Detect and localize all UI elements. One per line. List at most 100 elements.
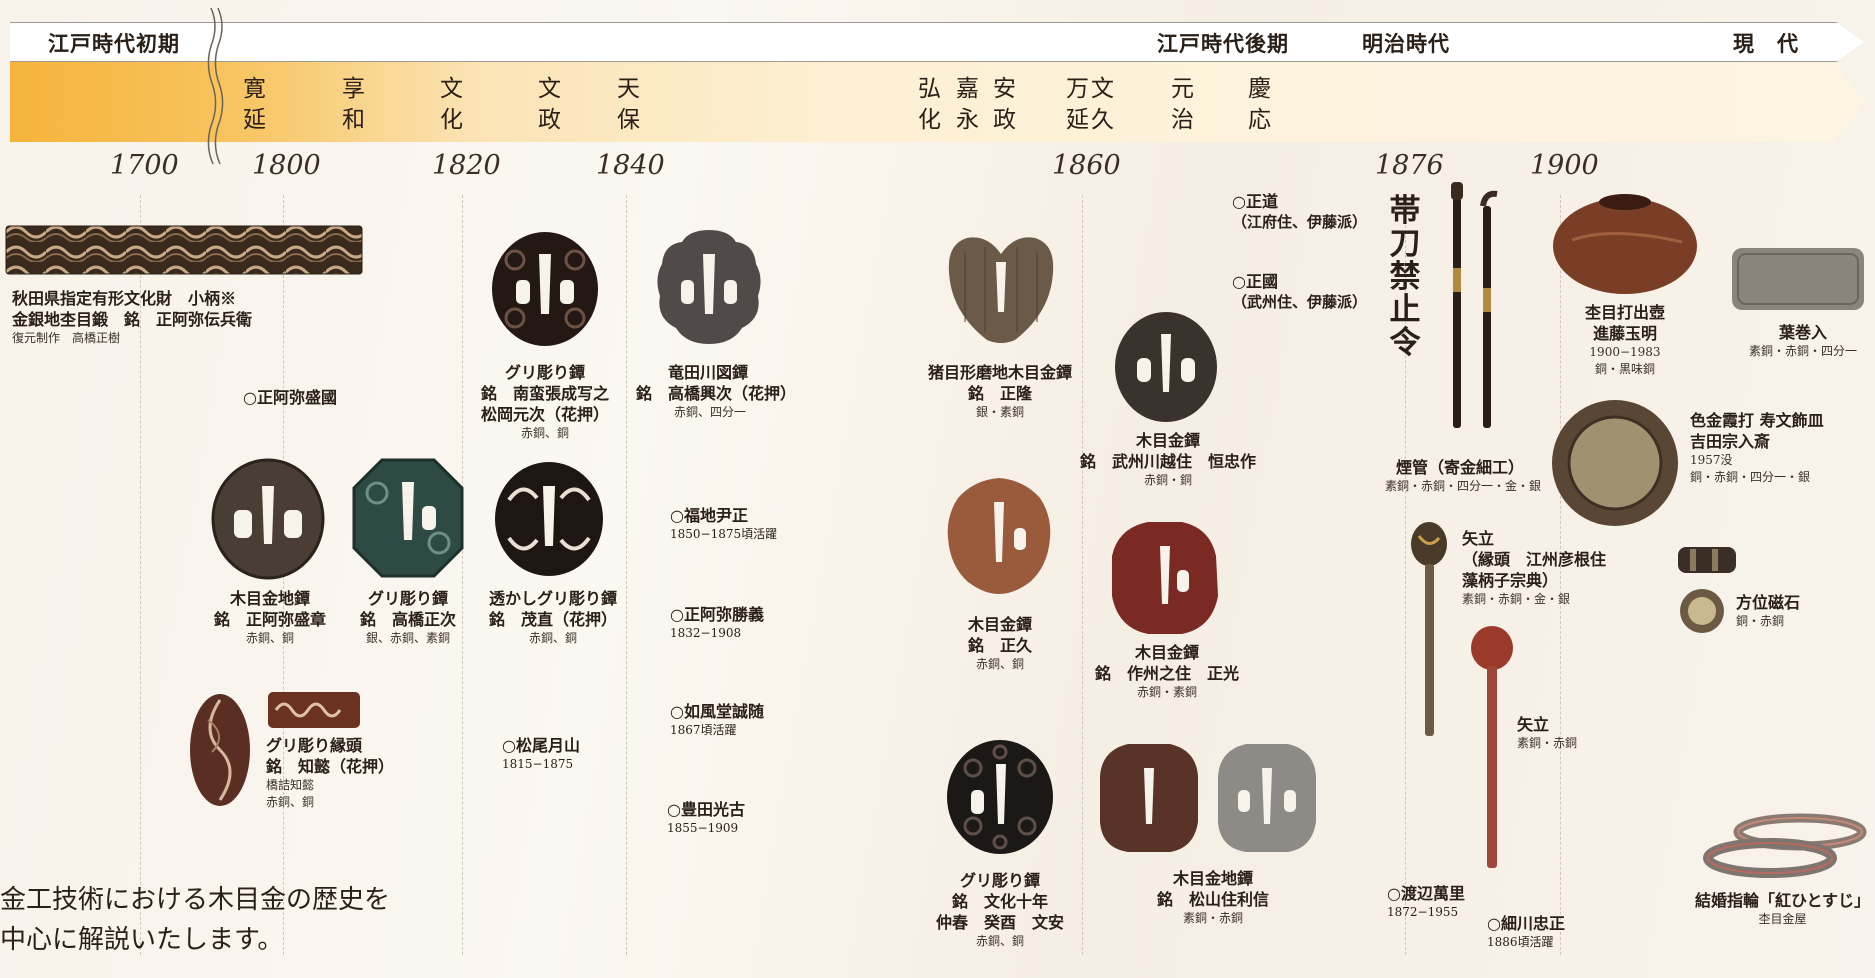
guide-1876 (1405, 195, 1406, 955)
tsuba-c-title3: 松岡元次（花押） (480, 405, 609, 424)
rings-image (1703, 813, 1867, 878)
tsuba-g-title1: 木目金鐔 (967, 615, 1032, 634)
tsuba-b-note: 銀、赤銅、素銅 (365, 631, 450, 645)
tsuba-a-caption: 木目金地鐔 銘 正阿弥盛章 赤銅、銅 (205, 588, 335, 647)
tsuba-i-note: 赤銅・銅 (1143, 473, 1192, 487)
tsuba-c-note: 赤銅、銅 (520, 426, 569, 440)
tsuba-d-note: 赤銅、銅 (528, 631, 577, 645)
guide-1700 (140, 195, 141, 955)
cigar-case-note: 素銅・赤銅・四分一 (1748, 344, 1857, 358)
person-name: ○豊田光古 (667, 800, 745, 819)
plate-title2: 吉田宗入斎 (1690, 432, 1771, 451)
cigar-case-title: 葉巻入 (1778, 323, 1827, 342)
tsuba-e-note: 赤銅、四分一 (674, 405, 747, 419)
tsuba-b-caption: グリ彫り鐔 銘 高橋正次 銀、赤銅、素銅 (348, 588, 468, 647)
tsuba-j-image (1112, 522, 1218, 634)
tsuba-d-title1: 透かしグリ彫り鐔 (488, 589, 617, 608)
person-watanabe-banri: ○渡辺萬里 1872−1955 (1387, 884, 1465, 920)
person-name: ○如風堂誠随 (670, 702, 764, 721)
sword-ban-edict: 帯刀禁止令 (1389, 193, 1421, 361)
person-jofudo-seizui: ○如風堂誠随 1867頃活躍 (670, 702, 764, 738)
person-dates: 1832−1908 (670, 626, 742, 640)
person-matsuo-gassan: ○松尾月山 1815−1875 (502, 736, 580, 772)
person-toyoda-koko: ○豊田光古 1855−1909 (667, 800, 745, 836)
fuchi-title1: グリ彫り縁頭 (266, 736, 363, 755)
tsuba-a-title2: 銘 正阿弥盛章 (213, 610, 326, 629)
tsuba-a-image (211, 458, 325, 580)
tsuba-i-title1: 木目金鐔 (1135, 431, 1200, 450)
fuchi-note2: 赤銅、銅 (266, 795, 315, 809)
yatate-2-image (1471, 626, 1513, 868)
yatate-2-note: 素銅・赤銅 (1517, 736, 1578, 750)
tsuba-k-title1: 木目金地鐔 (1172, 869, 1253, 888)
cigar-case-image (1732, 248, 1864, 310)
yatate-1-title2: （縁頭 江州彦根住 (1462, 550, 1607, 569)
tsuba-h-caption: グリ彫り鐔 銘 文化十年 仲春 癸酉 文安 赤銅、銅 (920, 870, 1080, 950)
plate-caption: 色金霞打 寿文飾皿 吉田宗入斎 1957没 銅・赤銅・四分一・銀 (1690, 410, 1824, 486)
era-label-meiji: 明治時代 (1362, 31, 1450, 56)
tsuba-f-caption: 猪目形磨地木目金鐔 銘 正隆 銀・素銅 (915, 362, 1085, 421)
period-genji: 元治 (1171, 76, 1194, 133)
vase-note2: 銅・黒味銅 (1594, 362, 1655, 376)
guide-1840 (626, 195, 627, 955)
tsuba-f-title2: 銘 正隆 (967, 384, 1032, 403)
tsuba-a-title1: 木目金地鐔 (229, 589, 310, 608)
era-band-arrow (1836, 22, 1864, 62)
guide-1900 (1560, 195, 1561, 955)
tsuba-h-title2: 銘 文化十年 (951, 892, 1048, 911)
tsuba-b-title1: グリ彫り鐔 (367, 589, 448, 608)
timeline-break-mark (207, 7, 224, 165)
compass-caption: 方位磁石 銅・赤銅 (1736, 592, 1800, 630)
tsuba-b-image (352, 458, 464, 578)
person-name: ○正國 (1232, 272, 1278, 291)
era-label-late-edo: 江戸時代後期 (1157, 31, 1289, 56)
period-kaei: 嘉永 (956, 76, 979, 133)
tsuba-e-title1: 竜田川図鐔 (668, 363, 749, 382)
tsuba-d-caption: 透かしグリ彫り鐔 銘 茂直（花押） 赤銅、銅 (478, 588, 628, 647)
rings-title: 結婚指輪「紅ひとすじ」 (1694, 891, 1871, 910)
yatate-1-note: 素銅・赤銅・金・銀 (1462, 592, 1571, 606)
kiseru-image (1451, 182, 1498, 428)
tsuba-h-image (947, 740, 1053, 854)
tsuba-i-image (1115, 312, 1217, 422)
tsuba-a-note: 赤銅、銅 (245, 631, 294, 645)
tsuba-f-title1: 猪目形磨地木目金鐔 (927, 363, 1072, 382)
compass-image (1678, 547, 1736, 633)
intro-text: 金工技術における木目金の歴史を 中心に解説いたします。 (0, 880, 390, 960)
tsuba-d-title2: 銘 茂直（花押） (488, 610, 617, 629)
fuchi-kashira-image (190, 692, 360, 806)
year-1700: 1700 (110, 150, 179, 181)
guide-1860 (1082, 195, 1083, 955)
period-ansei: 安政 (993, 76, 1016, 133)
year-1876: 1876 (1375, 150, 1444, 181)
tsuba-b-title2: 銘 高橋正次 (359, 610, 456, 629)
compass-title: 方位磁石 (1736, 593, 1801, 612)
fuchi-title2: 銘 知懿（花押） (266, 757, 395, 776)
period-manen: 万延 (1066, 76, 1089, 133)
fuchi-caption: グリ彫り縁頭 銘 知懿（花押） 橋詰知懿 赤銅、銅 (266, 735, 394, 811)
tsuba-j-title1: 木目金鐔 (1134, 643, 1199, 662)
year-1800: 1800 (252, 150, 321, 181)
person-dates: （江府住、伊藤派） (1232, 213, 1368, 231)
tsuba-g-title2: 銘 正久 (967, 636, 1032, 655)
person-masamichi: ○正道 （江府住、伊藤派） (1232, 192, 1367, 232)
rings-caption: 結婚指輪「紅ひとすじ」 杢目金屋 (1690, 890, 1875, 928)
tsuba-c-title1: グリ彫り鐔 (504, 363, 585, 382)
person-dates: 1872−1955 (1387, 905, 1459, 919)
yatate-1-title1: 矢立 (1462, 529, 1495, 548)
person-masakuni: ○正國 （武州住、伊藤派） (1232, 272, 1367, 312)
era-label-modern: 現 代 (1733, 31, 1799, 56)
yatate-1-title3: 藻柄子宗典） (1462, 571, 1559, 590)
kozuka-caption: 秋田県指定有形文化財 小柄※ 金銀地杢目鍛 銘 正阿弥伝兵衛 復元制作 高橋正樹 (12, 288, 252, 347)
guide-1820 (462, 195, 463, 955)
tsuba-i-title2: 銘 武州川越住 恒忠作 (1079, 452, 1256, 471)
period-tenpo: 天保 (617, 76, 640, 133)
tsuba-f-note: 銀・素銅 (975, 405, 1024, 419)
person-name: ○正阿弥勝義 (670, 605, 764, 624)
tsuba-j-caption: 木目金鐔 銘 作州之住 正光 赤銅・素銅 (1082, 642, 1252, 701)
yatate-2-caption: 矢立 素銅・赤銅 (1517, 714, 1577, 752)
period-band (10, 62, 1865, 142)
era-band (10, 22, 1838, 62)
era-label-early-edo: 江戸時代初期 (48, 31, 180, 56)
tsuba-j-note: 赤銅・素銅 (1136, 685, 1197, 699)
